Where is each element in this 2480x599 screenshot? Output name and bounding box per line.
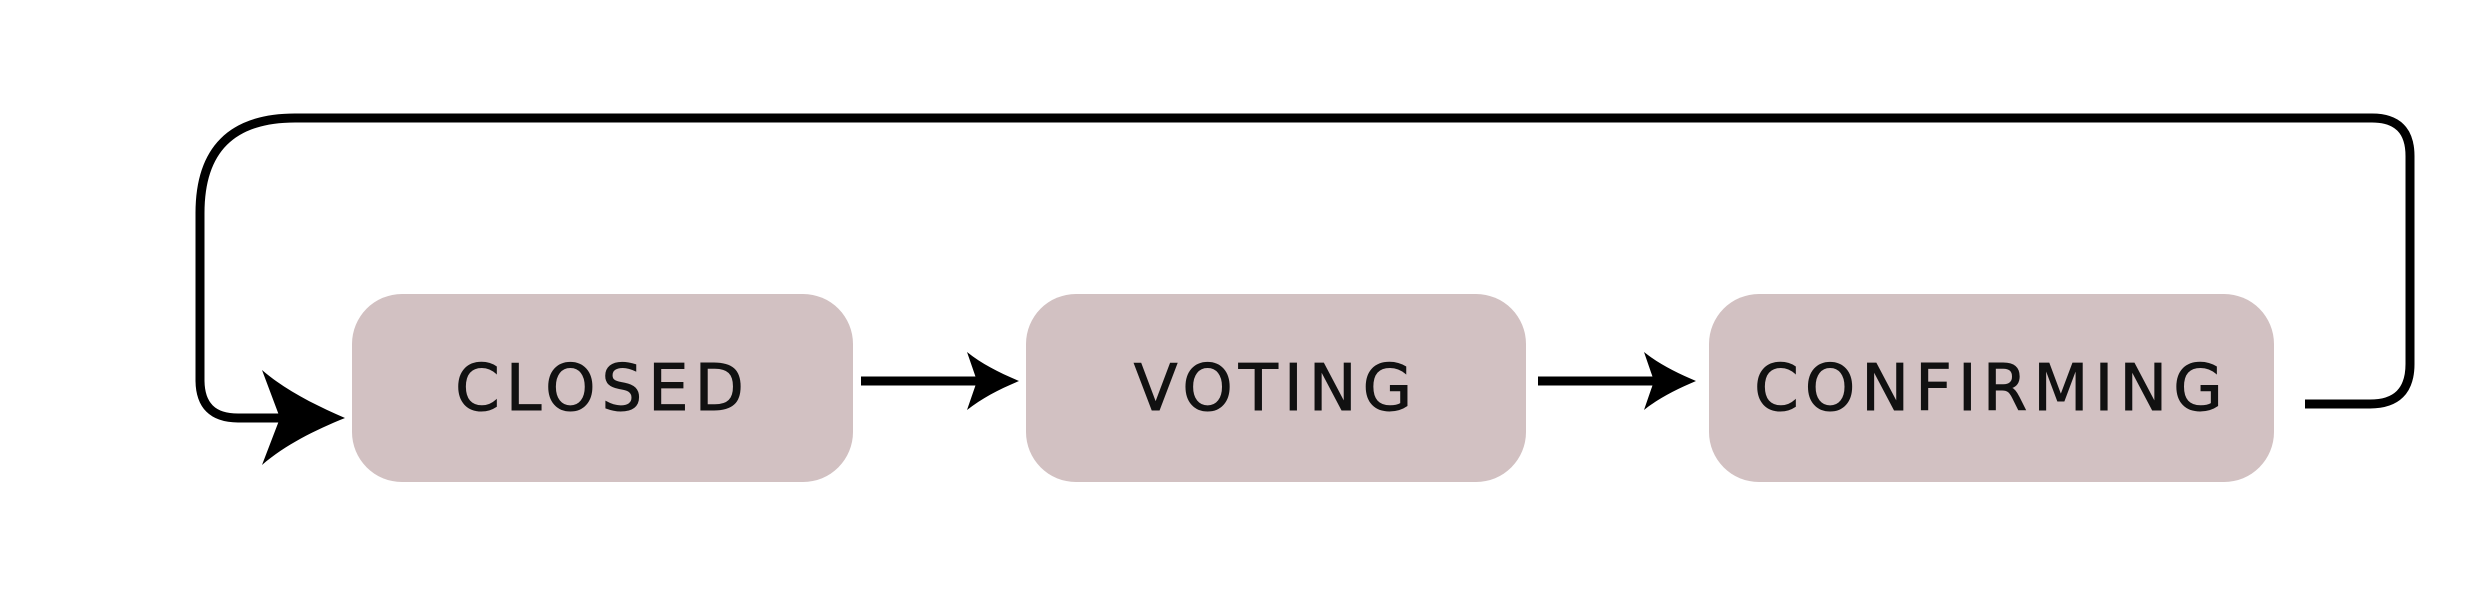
arrowhead-voting xyxy=(967,352,1019,410)
state-confirming: CONFIRMING xyxy=(1709,294,2274,482)
state-voting: VOTING xyxy=(1026,294,1526,482)
state-closed: CLOSED xyxy=(352,294,853,482)
arrowhead-confirming xyxy=(1644,352,1696,410)
state-label-confirming: CONFIRMING xyxy=(1754,352,2229,426)
connector-confirming-to-closed xyxy=(195,113,2415,423)
state-label-closed: CLOSED xyxy=(455,352,750,426)
state-label-voting: VOTING xyxy=(1133,352,1419,426)
arrowhead-closed xyxy=(262,370,345,465)
